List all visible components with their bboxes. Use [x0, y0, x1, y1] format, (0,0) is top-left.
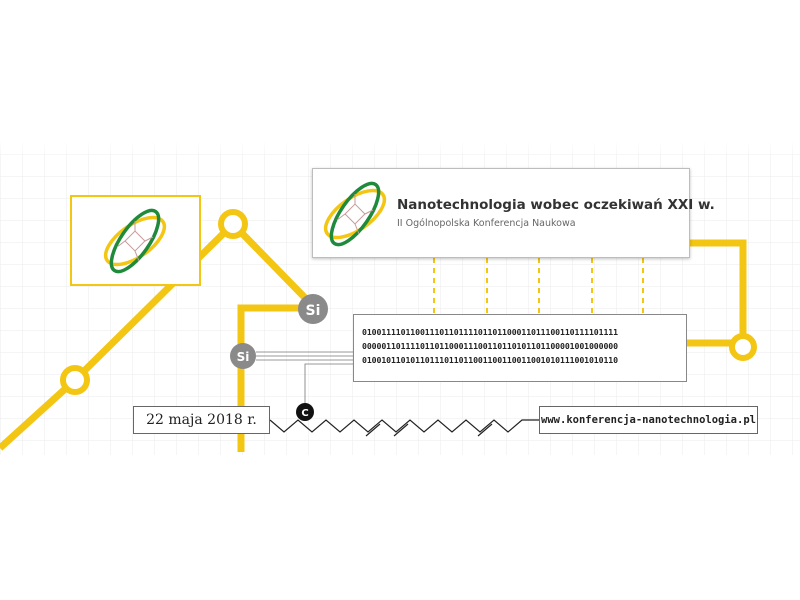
- binary-line: 0000011011110110110001110011011010110110…: [362, 341, 618, 351]
- silicon-label-small: Si: [237, 350, 250, 364]
- silicon-node-large: Si: [298, 294, 328, 324]
- silicon-label-large: Si: [306, 303, 321, 319]
- event-date: 22 maja 2018 r.: [133, 406, 270, 434]
- binary-line: 0100101101011011101101100110011001100101…: [362, 355, 618, 365]
- conference-subtitle: II Ogólnopolska Konferencja Naukowa: [397, 218, 576, 229]
- silicon-node-small: Si: [230, 343, 256, 369]
- website-url[interactable]: www.konferencja-nanotechnologia.pl: [539, 406, 758, 434]
- yellow-node: [729, 333, 757, 361]
- double-bonds: [365, 423, 493, 437]
- carbon-label: C: [301, 408, 308, 419]
- yellow-track-diagonal: [0, 220, 315, 451]
- binary-line: 0100111101100111011011110110110001101110…: [362, 327, 618, 337]
- molecule-chain: [269, 419, 539, 433]
- carbon-node: C: [296, 403, 314, 421]
- logo-frame-left: [70, 195, 201, 286]
- binary-code-panel: 0100111101100111011011110110110001101110…: [353, 314, 687, 382]
- atom-logo: [323, 181, 387, 247]
- atom-logo: [103, 208, 167, 274]
- wire-bundle: [256, 351, 353, 412]
- yellow-node: [60, 365, 90, 395]
- conference-header: Nanotechnologia wobec oczekiwań XXI w. I…: [312, 168, 715, 258]
- conference-title: Nanotechnologia wobec oczekiwań XXI w.: [397, 197, 715, 213]
- yellow-track-vertical: [237, 304, 299, 452]
- yellow-node: [218, 209, 248, 239]
- yellow-track-right: [687, 239, 747, 347]
